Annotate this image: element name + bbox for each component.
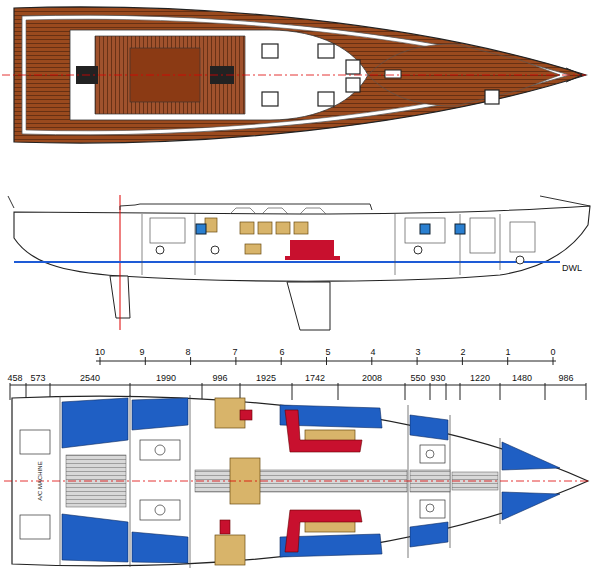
dimension-tick <box>405 383 406 400</box>
dimension-label: 1480 <box>512 373 532 383</box>
dimension-label: 1925 <box>256 373 276 383</box>
station-number: 4 <box>370 347 375 357</box>
station-number: 7 <box>232 347 237 357</box>
dimension-tick <box>338 383 339 400</box>
dimension-tick <box>240 383 241 400</box>
dimension-label: 996 <box>212 373 227 383</box>
dimension-label: 550 <box>410 373 425 383</box>
dimension-tick <box>202 383 203 400</box>
dimension-tick <box>10 383 11 400</box>
dimension-label: 986 <box>558 373 573 383</box>
scale-tick <box>281 357 282 365</box>
dimension-tick <box>586 383 587 400</box>
equipment-label: A/C MACHINE <box>35 461 45 500</box>
dimension-label: 1220 <box>470 373 490 383</box>
scale-tick <box>507 357 508 365</box>
scale-tick <box>100 357 101 365</box>
scale-tick <box>553 357 554 365</box>
scale-tick <box>371 357 372 365</box>
dimension-label: 573 <box>30 373 45 383</box>
dimension-tick <box>545 383 546 400</box>
dimension-tick <box>292 383 293 400</box>
dimension-label: 2008 <box>362 373 382 383</box>
scale-tick <box>326 357 327 365</box>
dimension-label: 1742 <box>305 373 325 383</box>
station-number: 10 <box>95 347 105 357</box>
station-number: 0 <box>550 347 555 357</box>
scale-tick <box>190 357 191 365</box>
station-number: 6 <box>279 347 284 357</box>
dimension-label: 930 <box>430 373 445 383</box>
station-number: 3 <box>415 347 420 357</box>
dimension-tick <box>500 383 501 400</box>
station-number: 9 <box>139 347 144 357</box>
dimension-label: 1990 <box>156 373 176 383</box>
dimension-label: 2540 <box>80 373 100 383</box>
dimension-tick <box>460 383 461 400</box>
scale-tick <box>417 357 418 365</box>
dimension-tick <box>446 383 447 400</box>
station-number: 2 <box>460 347 465 357</box>
scale-tick <box>462 357 463 365</box>
dimension-label: 458 <box>7 373 22 383</box>
waterline-label: DWL <box>562 263 582 273</box>
scale-tick <box>235 357 236 365</box>
station-number: 1 <box>505 347 510 357</box>
station-number: 5 <box>325 347 330 357</box>
scale-tick <box>145 357 146 365</box>
dimension-tick <box>430 383 431 400</box>
station-number: 8 <box>185 347 190 357</box>
